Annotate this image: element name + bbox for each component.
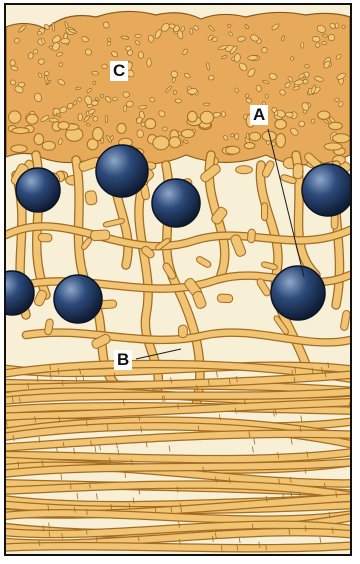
crust-cell: [173, 90, 177, 94]
rounded-cell: [93, 127, 104, 140]
label-c: C: [110, 61, 128, 81]
rounded-cell: [169, 137, 181, 148]
rounded-cell: [318, 111, 330, 119]
rounded-cell: [9, 111, 21, 123]
crust-cell: [298, 121, 305, 127]
rounded-cell: [181, 130, 194, 138]
rounded-cell: [276, 134, 286, 148]
crust-cell: [61, 38, 70, 43]
rounded-cell: [236, 166, 253, 174]
algal-cell: [16, 168, 60, 212]
hyphal-cell: [217, 294, 233, 303]
rounded-cell: [244, 143, 255, 149]
crust-cell: [322, 42, 327, 45]
rounded-cell: [249, 132, 260, 140]
hyphal-cell: [293, 163, 303, 178]
algal-cell: [54, 275, 102, 323]
crust-cell: [261, 47, 267, 53]
crust-cell: [77, 97, 81, 102]
rounded-cell: [58, 122, 69, 130]
algal-cell: [96, 145, 148, 197]
crust-cell: [38, 59, 45, 65]
crust-cell: [342, 25, 346, 29]
crust-cell: [221, 111, 225, 117]
crust-cell: [10, 60, 16, 66]
rounded-cell: [12, 128, 29, 134]
crust-cell: [34, 49, 38, 54]
hyphal-cell: [38, 233, 52, 242]
crust-cell: [105, 115, 108, 123]
hyphal-cell: [262, 203, 268, 221]
crust-cell: [78, 113, 83, 121]
rounded-cell: [329, 122, 343, 129]
fungal-tissue-illustration: [6, 5, 350, 554]
hyphal-cell: [90, 230, 109, 241]
crust-cell: [18, 82, 24, 87]
rounded-cell: [275, 119, 287, 129]
crust-cell: [44, 71, 49, 75]
illustration-frame: C A B: [4, 3, 352, 556]
crust-cell: [301, 42, 304, 48]
rounded-cell: [34, 134, 44, 145]
crust-cell: [92, 71, 99, 75]
rounded-cell: [200, 111, 213, 123]
crust-cell: [91, 100, 98, 105]
hyphal-cell: [179, 325, 188, 338]
hyphal-cell: [85, 190, 98, 205]
rounded-cell: [26, 114, 38, 124]
rounded-cell: [188, 111, 198, 122]
crust-cell: [234, 133, 239, 139]
crust-cell: [28, 52, 33, 59]
algal-cell: [271, 266, 325, 320]
algal-cell: [302, 164, 350, 216]
rounded-cell: [11, 145, 27, 153]
crust-cell: [248, 55, 258, 60]
rounded-cell: [333, 134, 350, 143]
label-a: A: [250, 105, 268, 125]
crust-cell: [100, 94, 104, 98]
label-b: B: [114, 350, 132, 370]
crust-cell: [102, 64, 108, 69]
crust-cell: [328, 34, 335, 41]
rounded-cell: [42, 141, 55, 150]
rounded-cell: [324, 143, 342, 150]
crust-cell: [175, 99, 182, 104]
crust-cell: [304, 64, 309, 68]
crust-cell: [187, 88, 197, 94]
rounded-cell: [145, 119, 156, 129]
rounded-cell: [117, 123, 126, 133]
crust-cell: [135, 34, 142, 37]
crust-cell: [190, 28, 193, 34]
hyphal-cell: [247, 229, 255, 243]
crust-cell: [204, 103, 210, 105]
algal-cell: [152, 179, 200, 227]
horizontal-hypha: [6, 545, 350, 548]
rounded-cell: [226, 146, 240, 154]
crust-cell: [37, 31, 42, 35]
crust-cell: [147, 58, 152, 67]
rounded-cell: [153, 136, 169, 150]
